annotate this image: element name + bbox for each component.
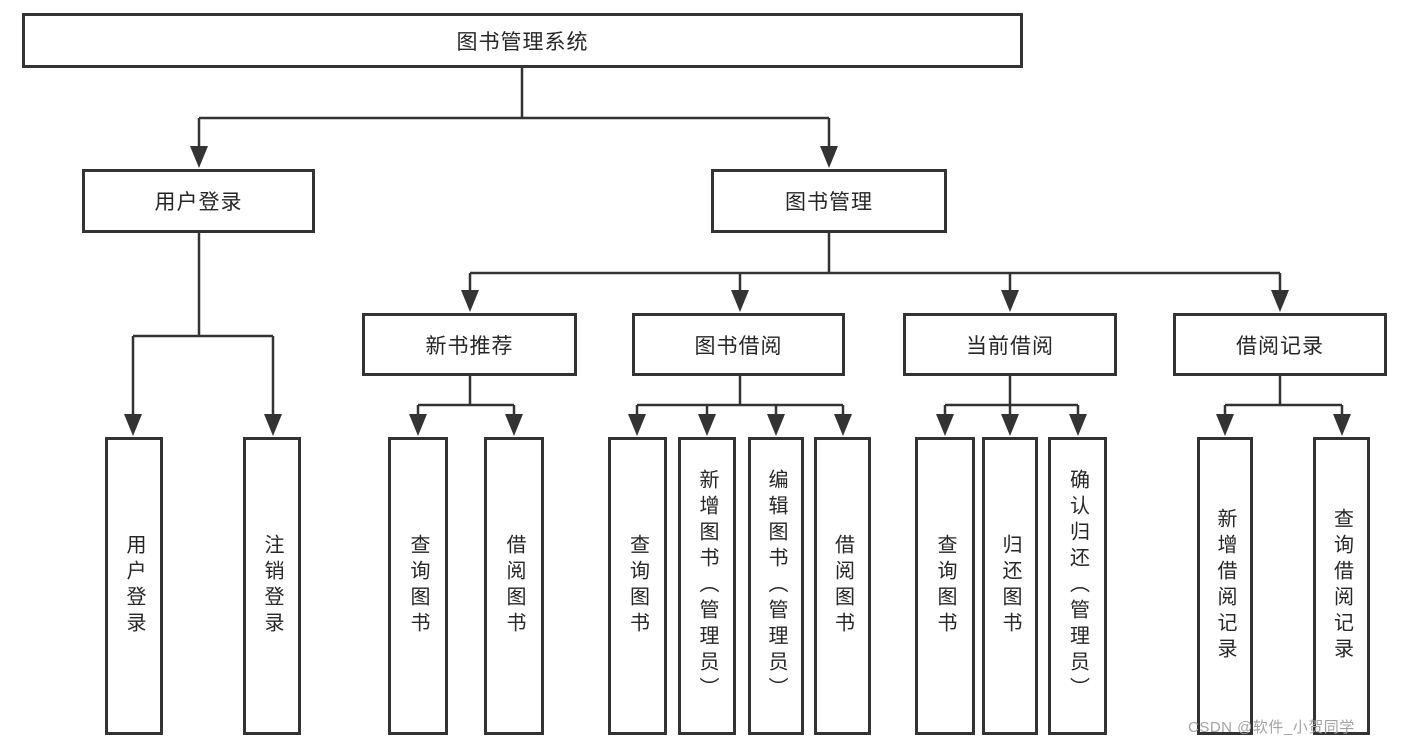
leaf-borrow-books-borrowing: 借阅图书 [814,437,871,735]
leaf-logout: 注销登录 [243,437,301,735]
node-label: 用户登录 [123,534,145,638]
node-label: 新书推荐 [425,334,514,358]
leaf-add-borrow-record: 新增借阅记录 [1197,437,1253,735]
leaf-borrow-books-recommend: 借阅图书 [484,437,544,735]
node-label: 用户登录 [154,191,243,214]
node-label: 归还图书 [999,534,1021,638]
node-label: 图书借阅 [694,334,783,358]
node-label: 查询图书 [407,534,429,638]
node-label: 确认归还（管理员） [1066,469,1089,703]
node-user-login: 用户登录 [82,169,315,233]
node-label: 新增图书（管理员） [696,469,718,703]
node-new-book-recommend: 新书推荐 [362,313,577,376]
node-label: 当前借阅 [966,334,1054,358]
node-borrowing-records: 借阅记录 [1173,313,1387,376]
node-label: 注销登录 [261,534,283,638]
node-root-system: 图书管理系统 [22,13,1023,68]
leaf-query-books-recommend: 查询图书 [388,437,448,735]
node-label: 查询借阅记录 [1330,508,1353,664]
leaf-edit-book-admin: 编辑图书（管理员） [748,437,804,735]
node-label: 图书管理 [785,191,873,214]
leaf-query-books-current: 查询图书 [915,437,975,735]
node-label: 查询图书 [934,534,956,638]
node-book-management: 图书管理 [711,169,947,233]
csdn-watermark: CSDN @软件_小贺同学 [1188,719,1355,736]
node-label: 新增借阅记录 [1214,508,1236,664]
node-label: 借阅图书 [831,534,854,638]
leaf-user-login: 用户登录 [105,437,163,735]
node-label: 编辑图书（管理员） [765,469,787,703]
node-book-borrowing: 图书借阅 [632,313,845,376]
node-label: 借阅图书 [503,534,525,638]
node-current-borrowing: 当前借阅 [903,313,1117,376]
leaf-confirm-return-admin: 确认归还（管理员） [1048,437,1107,735]
leaf-query-borrow-record: 查询借阅记录 [1313,437,1370,735]
node-label: 借阅记录 [1236,334,1324,358]
leaf-add-book-admin: 新增图书（管理员） [678,437,736,735]
node-label: 图书管理系统 [456,30,589,54]
leaf-query-books-borrowing: 查询图书 [608,437,667,735]
leaf-return-book: 归还图书 [982,437,1038,735]
node-label: 查询图书 [626,534,649,638]
